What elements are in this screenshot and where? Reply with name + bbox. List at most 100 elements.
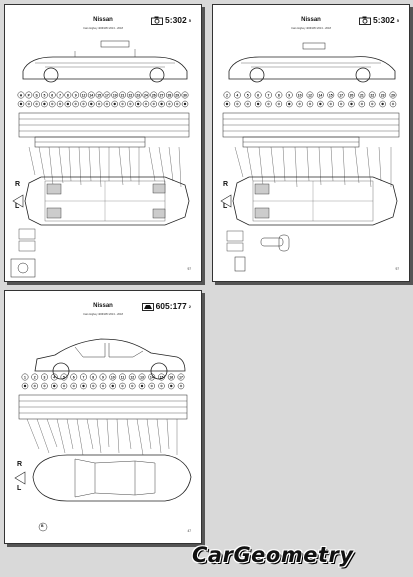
reference-circle-label: 28 (167, 93, 171, 97)
symbol-dot (150, 384, 153, 388)
reference-circle (80, 373, 87, 381)
reference-circle (72, 91, 80, 99)
reference-circle-label: 16 (169, 375, 173, 379)
reference-circle-label: 12 (308, 93, 312, 97)
page-brand: Nissan (301, 17, 321, 23)
symbol-dot (140, 384, 144, 388)
symbol-dot (51, 102, 54, 106)
symbol-circle (48, 100, 56, 108)
symbol-dot (350, 102, 353, 106)
symbol-dot (175, 102, 179, 106)
symbol-dot (179, 384, 183, 388)
symbol-dot (58, 102, 62, 106)
reference-circle-label: 2 (34, 375, 36, 379)
symbol-dot (82, 384, 85, 388)
reference-circle-label: 29 (175, 93, 179, 97)
symbol-circle (21, 382, 29, 390)
reference-circle-label: 5 (63, 375, 65, 379)
reference-circle (48, 91, 56, 99)
camera-icon (151, 16, 163, 25)
symbol-dot (97, 102, 101, 106)
symbol-circle (70, 382, 77, 390)
symbol-circle (168, 382, 175, 390)
right-side-label: R (15, 181, 21, 188)
symbol-circle (111, 100, 118, 108)
reference-circle-label: 15 (329, 93, 333, 97)
reference-circle-label: S (35, 93, 38, 97)
symbol-dot (43, 384, 46, 388)
symbol-circle (234, 100, 241, 108)
symbol-dot (92, 384, 95, 388)
symbol-circle (327, 100, 334, 108)
reference-circle-label: 12 (130, 375, 134, 379)
symbol-dot (121, 102, 124, 106)
reference-circle (233, 91, 241, 99)
reference-circle-label: 14 (89, 93, 93, 97)
symbol-circle (358, 100, 366, 108)
right-side-label: R (17, 461, 23, 468)
reference-circle (31, 373, 39, 381)
reference-circle (70, 373, 78, 381)
reference-circle (80, 91, 87, 99)
reference-circle-label: 24 (144, 93, 148, 97)
reference-circle-label: 22 (370, 93, 374, 97)
symbol-circle (80, 382, 87, 390)
reference-circle-label: 19 (113, 93, 117, 97)
reference-circle-label: 21 (360, 93, 364, 97)
reference-circle-label: 26 (152, 93, 156, 97)
reference-circle (158, 91, 166, 99)
reference-circle-label: 9 (288, 93, 290, 97)
reference-circle-label: 6 (257, 93, 259, 97)
symbol-dot (329, 102, 332, 106)
symbol-dot (105, 102, 109, 106)
reference-circle (33, 91, 41, 99)
symbol-circle (127, 100, 134, 108)
reference-circle (306, 91, 314, 99)
diagram-page-2: Nissan Cars Higbey 400FWD 2013 - 2018 5:… (212, 4, 410, 282)
reference-circle (337, 91, 345, 99)
page-subtitle: Cars Higbey 400FWD 2013 - 2018 (83, 313, 123, 316)
reference-circle (128, 373, 136, 381)
reference-circle (87, 91, 95, 99)
reference-circle-label: 20 (350, 93, 354, 97)
symbol-circle (64, 100, 72, 108)
reference-circle-label: 4 (53, 375, 55, 379)
reference-circle (17, 91, 25, 99)
reference-circle (60, 373, 68, 381)
symbol-dot (160, 384, 163, 388)
symbol-dot (27, 102, 31, 106)
reference-circle-label: 9 (75, 93, 77, 97)
symbol-dot (256, 102, 260, 106)
reference-circle (126, 91, 134, 99)
symbol-dot (391, 102, 395, 106)
reference-circle (389, 91, 397, 99)
reference-circle (119, 373, 126, 381)
reference-circle (275, 91, 283, 99)
symbol-dot (82, 102, 85, 106)
reference-circle-label: 8 (92, 375, 94, 379)
reference-circle-label: 6 (73, 375, 75, 379)
page-code-sup: 2 (188, 303, 191, 309)
symbol-dot (23, 384, 27, 388)
reference-circle (142, 91, 150, 99)
measurement-table (222, 112, 400, 148)
symbol-circle (80, 100, 87, 108)
reference-circle (89, 373, 97, 381)
symbol-circle (265, 100, 272, 108)
symbol-circle (177, 382, 185, 390)
symbol-circle (56, 100, 64, 108)
reference-circle-label: 5 (43, 93, 45, 97)
symbol-dot (90, 102, 93, 106)
page-subtitle: Cars Higbey 400FWD 2013 - 2018 (291, 27, 331, 30)
symbol-circle (286, 100, 293, 108)
reference-circle-label: H (20, 93, 23, 97)
symbol-dot (129, 102, 132, 106)
symbol-circle (31, 382, 38, 390)
symbol-dot (288, 102, 291, 106)
page-brand: Nissan (93, 303, 113, 309)
reference-circle (40, 91, 48, 99)
reference-circle-label: 7 (268, 93, 270, 97)
symbol-dot (113, 102, 116, 106)
